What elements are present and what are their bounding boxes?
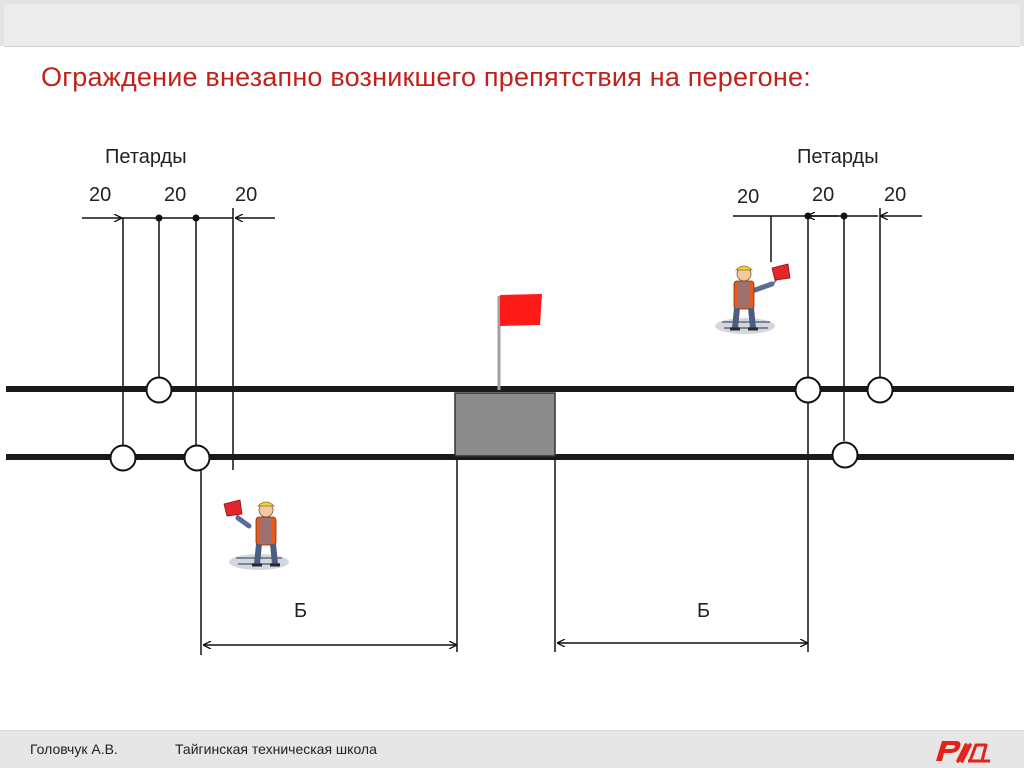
petard-circle-upper-right-2 — [866, 376, 894, 404]
footer-school: Тайгинская техническая школа — [175, 741, 377, 757]
dimension-label-right: Б — [697, 600, 710, 622]
petards-label-left: Петарды — [105, 146, 187, 168]
red-flag-icon — [497, 294, 542, 390]
signalman-left-icon — [223, 499, 289, 570]
distance-label-left-1: 20 — [89, 184, 111, 206]
distance-label-right-1: 20 — [737, 186, 759, 208]
signalman-right-icon — [715, 263, 791, 334]
extension-lines-right — [456, 208, 881, 652]
petard-circle-upper-right-1 — [794, 376, 822, 404]
dimension-line-right-petards — [733, 213, 922, 220]
petard-circle-lower-left-1 — [109, 444, 137, 472]
distance-label-right-2: 20 — [812, 184, 834, 206]
protection-diagram: Петарды Петарды 20 20 20 20 20 20 — [6, 146, 1014, 655]
distance-label-right-3: 20 — [884, 184, 906, 206]
petards-label-right: Петарды — [797, 146, 879, 168]
header-bar — [0, 0, 1024, 47]
dimension-label-left: Б — [294, 600, 307, 622]
footer-bar: Головчук А.В. Тайгинская техническая шко… — [0, 730, 1024, 768]
footer-author: Головчук А.В. — [30, 741, 118, 757]
petard-circle-upper-left — [145, 376, 173, 404]
dimension-line-left-petards — [82, 215, 275, 222]
distance-label-left-3: 20 — [235, 184, 257, 206]
rzd-logo-icon — [936, 741, 990, 763]
distance-label-left-2: 20 — [164, 184, 186, 206]
obstacle-box — [454, 392, 556, 457]
petard-circle-lower-right — [831, 441, 859, 469]
extension-lines-left — [122, 208, 234, 655]
slide-title: Ограждение внезапно возникшего препятств… — [41, 62, 811, 92]
header-bar-inner — [4, 4, 1020, 47]
petard-circle-lower-left-2 — [183, 444, 211, 472]
